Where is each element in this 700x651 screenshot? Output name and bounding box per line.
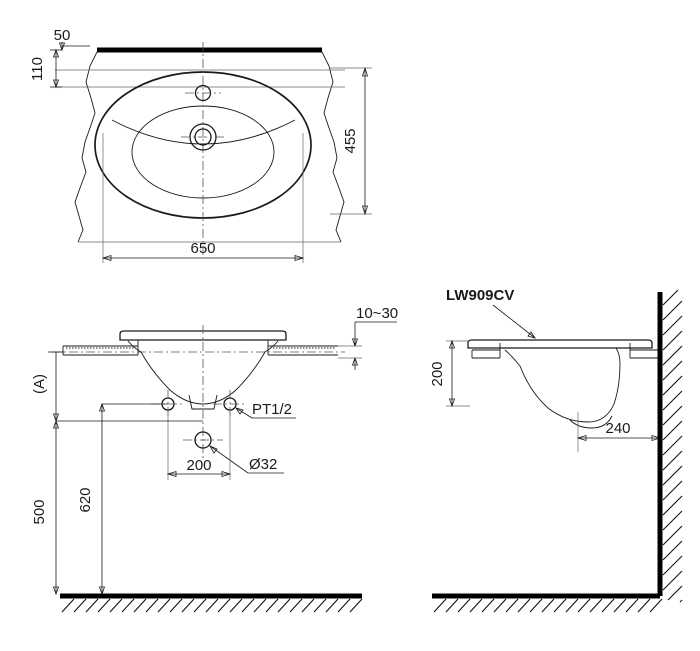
callout-model-label: LW909CV xyxy=(446,287,514,304)
callout-pt12-label: PT1/2 xyxy=(252,401,292,418)
dimension-110: 110 xyxy=(29,48,62,89)
dimension-200-side: 200 xyxy=(429,339,470,408)
break-line-left xyxy=(74,51,98,243)
faucet-hole xyxy=(185,84,221,102)
dimension-620-label: 620 xyxy=(77,487,94,512)
basin-bowl-profile-side xyxy=(504,347,621,423)
dimension-10-30: 10~30 xyxy=(338,305,398,370)
dimension-620: 620 xyxy=(77,402,168,596)
basin-deck-slab-side xyxy=(467,339,653,349)
dimension-650-label: 650 xyxy=(190,240,215,257)
basin-deck-slab xyxy=(119,330,287,341)
basin-bowl-profile-front xyxy=(127,340,279,405)
floor-front xyxy=(60,593,363,613)
callout-d32-label: Ø32 xyxy=(249,456,277,473)
side-section-view: LW909CV 200 xyxy=(429,287,683,613)
countertop-left-side xyxy=(471,343,501,359)
callout-pt12: PT1/2 xyxy=(235,401,296,419)
dimension-110-label: 110 xyxy=(29,57,46,81)
front-elevation-view: PT1/2 Ø32 200 10~30 xyxy=(31,305,398,613)
dimension-50: 50 xyxy=(54,27,90,52)
callout-model: LW909CV xyxy=(446,287,536,339)
countertop-right-side xyxy=(629,343,658,359)
dimension-455: 455 xyxy=(330,66,372,216)
floor-hatching-front xyxy=(61,598,363,613)
dimension-200-side-label: 200 xyxy=(429,361,446,386)
floor-side xyxy=(432,593,663,613)
drain-boss xyxy=(188,394,218,410)
floor-hatching-side xyxy=(433,598,663,613)
wall-hatching xyxy=(662,289,683,603)
top-view: 50 110 455 650 xyxy=(29,27,372,263)
dimension-455-label: 455 xyxy=(342,128,359,153)
dimension-A-label: (A) xyxy=(31,374,48,394)
wall-side xyxy=(657,289,683,603)
basin-bowl-bottom-side xyxy=(569,415,613,429)
dimension-650: 650 xyxy=(101,133,305,263)
drain-hole xyxy=(181,123,225,151)
drain-outlet-front xyxy=(183,431,223,449)
dimension-chain-left: (A) 500 xyxy=(31,351,203,596)
break-line-right xyxy=(321,51,345,243)
dimension-200-front-label: 200 xyxy=(186,457,211,474)
countertop-right xyxy=(267,340,338,356)
dimension-240-label: 240 xyxy=(605,420,630,437)
dimension-200-front: 200 xyxy=(166,410,232,480)
dimension-10-30-label: 10~30 xyxy=(356,305,398,322)
dimension-50-label: 50 xyxy=(54,27,71,44)
countertop-left xyxy=(62,340,139,356)
dimension-240: 240 xyxy=(576,412,662,452)
basin-deck-curve xyxy=(111,119,296,145)
dimension-500-label: 500 xyxy=(31,499,48,524)
callout-d32: Ø32 xyxy=(209,445,284,474)
